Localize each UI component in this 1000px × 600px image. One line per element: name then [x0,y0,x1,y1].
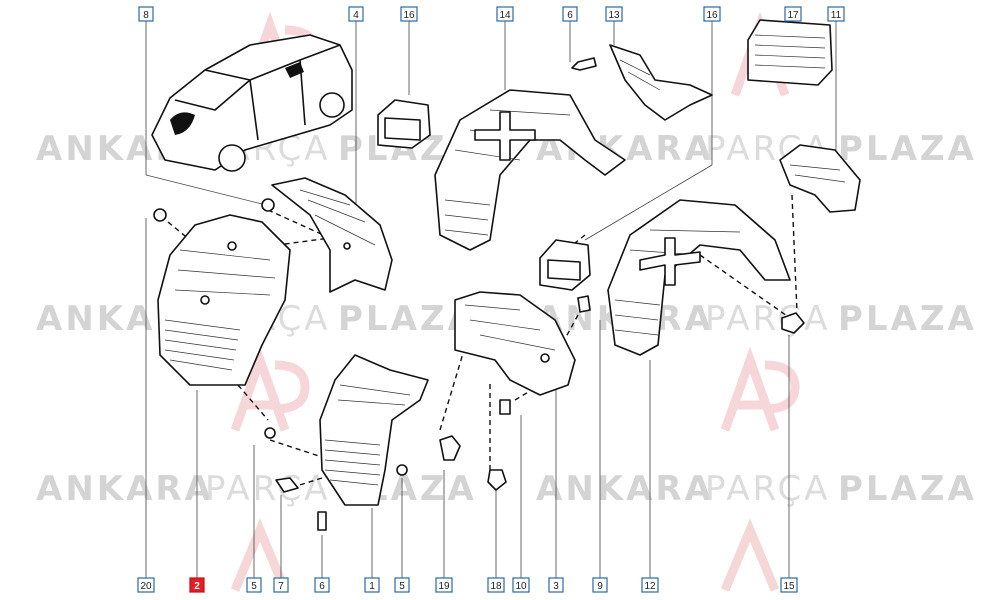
clip-icon [439,435,461,461]
vent-block-left [377,99,431,149]
bracket-clip-icon [275,477,299,493]
watermark-plaza: PLAZA [838,469,977,509]
svg-text:11: 11 [831,10,842,21]
bumper-corner [779,144,861,213]
watermark-parca: PARÇA [205,469,331,509]
clip-icon [261,198,275,212]
screw-icon [571,57,597,71]
callout-top-1: 8 [138,6,154,22]
callout-top-9: 11 [827,6,845,22]
grille-vent [747,19,833,86]
svg-text:13: 13 [608,10,620,21]
watermark-row-2: ANKARA PARÇA PLAZA ANKARA PARÇA PLAZA [36,299,977,339]
callout-bottom-3: 5 [246,577,262,593]
callout-top-7: 16 [703,6,721,22]
callout-bottom-9: 18 [487,577,505,593]
clip-icon [264,427,276,439]
screw-icon [499,399,511,415]
callout-bottom-4: 7 [273,577,289,593]
watermark-ankara: ANKARA [36,469,214,509]
watermark-ankara: ANKARA [536,469,714,509]
push-clip-icon [153,208,167,222]
front-liner-bottom [319,354,429,506]
front-liner-left [157,214,291,386]
svg-text:2: 2 [194,581,200,592]
callout-bottom-8: 19 [435,577,453,593]
vehicle-outline [151,34,353,172]
clip-icon [487,469,507,491]
watermark-plaza: PLAZA [338,299,477,339]
svg-text:17: 17 [787,10,799,21]
inner-shield [454,291,576,396]
callout-top-6: 13 [605,6,623,22]
watermark-plaza: PLAZA [838,299,977,339]
svg-text:18: 18 [490,581,502,592]
callout-bottom-2-highlighted: 2 [189,577,205,593]
svg-text:6: 6 [319,581,325,592]
svg-text:9: 9 [597,581,603,592]
screw-icon [396,464,408,476]
vent-block-right [539,239,591,291]
svg-text:19: 19 [438,581,450,592]
callout-top-5: 6 [562,6,578,22]
screw-icon [577,295,591,313]
svg-text:6: 6 [567,10,573,21]
rear-liner-top [434,89,626,251]
callout-bottom-7: 5 [394,577,410,593]
watermark-parca: PARÇA [705,299,831,339]
fasteners [153,57,805,531]
svg-text:8: 8 [143,10,149,21]
leader-lines [145,21,837,578]
upper-shield [271,177,393,293]
callout-top-3: 16 [400,6,418,22]
callout-bottom-13: 12 [641,577,659,593]
svg-text:16: 16 [706,10,718,21]
svg-text:14: 14 [499,10,511,21]
svg-text:5: 5 [251,581,257,592]
svg-text:12: 12 [644,581,656,592]
callout-top-8: 17 [784,6,802,22]
callout-bottom-10: 10 [512,577,530,593]
callout-top-2: 4 [348,6,364,22]
svg-text:15: 15 [783,581,795,592]
svg-text:7: 7 [278,581,284,592]
svg-text:20: 20 [140,581,152,592]
svg-text:1: 1 [369,581,375,592]
svg-text:16: 16 [403,10,415,21]
callout-top-4: 14 [496,6,514,22]
svg-text:4: 4 [353,10,359,21]
callout-bottom-5: 6 [314,577,330,593]
rear-liner-right [607,199,791,356]
watermark-row-3: ANKARA PARÇA PLAZA ANKARA PARÇA PLAZA [36,469,977,509]
screw-icon [317,511,327,531]
callout-bottom-14: 15 [780,577,798,593]
callout-bottom-11: 3 [548,577,564,593]
clip-icon [781,312,805,334]
callout-bottom-12: 9 [592,577,608,593]
svg-text:5: 5 [399,581,405,592]
watermark-plaza: PLAZA [838,129,977,169]
bracket [609,44,713,121]
svg-text:3: 3 [553,581,559,592]
callout-bottom-6: 1 [364,577,380,593]
watermark-parca: PARÇA [705,469,831,509]
svg-text:10: 10 [515,581,527,592]
callout-bottom-1: 20 [137,577,155,593]
